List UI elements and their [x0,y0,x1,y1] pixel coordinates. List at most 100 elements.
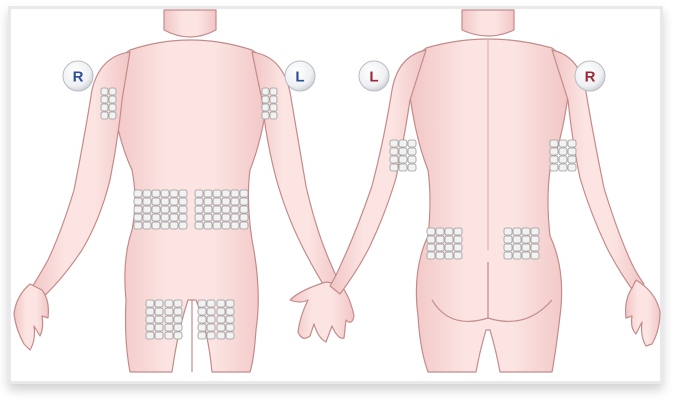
injection-site-cell [213,222,221,229]
injection-site-cell [170,206,178,213]
injection-site-cell [204,222,212,229]
injection-site-cell [504,244,512,251]
injection-site-cell [207,300,215,307]
front-hand-right [14,284,48,350]
injection-site-cell [170,190,178,197]
injection-site-cell [152,222,160,229]
injection-site-cell [550,156,558,163]
injection-site-cell [155,308,163,315]
injection-site-cell [427,252,435,259]
injection-site-cell [226,308,234,315]
injection-site-cell [270,96,277,103]
injection-site-cell [427,236,435,243]
injection-site-cell [165,308,173,315]
injection-site-cell [522,252,530,259]
injection-site-cell [226,324,234,331]
injection-site-cell [101,112,108,119]
injection-site-cell [161,206,169,213]
injection-site-cell [155,332,163,339]
injection-site-cell [195,190,203,197]
injection-site-cell [179,222,187,229]
injection-site-cell [222,198,230,205]
injection-site-cell [161,198,169,205]
injection-site-cell [207,316,215,323]
injection-site-cell [213,198,221,205]
injection-site-cell [213,206,221,213]
injection-site-cell [399,148,407,155]
injection-site-cell [165,300,173,307]
injection-site-cell [262,88,269,95]
injection-site-cell [445,236,453,243]
injection-site-cell [231,222,239,229]
injection-site-cell [109,88,116,95]
injection-site-cell [568,156,576,163]
injection-site-cell [152,190,160,197]
injection-site-cell [146,324,154,331]
injection-site-cell [161,190,169,197]
injection-site-cell [134,222,142,229]
injection-site-cell [109,96,116,103]
badge-back-right: R [575,61,605,91]
injection-site-cell [134,198,142,205]
injection-site-cell [408,148,416,155]
injection-site-cell [217,324,225,331]
injection-site-cell [146,316,154,323]
front-hand-left [290,282,354,342]
injection-site-cell [436,244,444,251]
injection-site-cell [531,236,539,243]
injection-site-cell [222,214,230,221]
injection-site-cell [155,324,163,331]
injection-site-cell [550,148,558,155]
injection-site-cell [152,198,160,205]
badge-back-right-label: R [585,69,596,86]
injection-site-cell [559,140,567,147]
injection-site-cell [226,300,234,307]
injection-site-cell [408,164,416,171]
injection-site-cell [198,324,206,331]
injection-site-cell [270,112,277,119]
injection-site-cell [179,206,187,213]
badge-back-left: L [359,61,389,91]
injection-site-cell [231,206,239,213]
injection-site-cell [445,252,453,259]
injection-site-cell [270,104,277,111]
injection-site-cell [390,140,398,147]
injection-site-cell [109,104,116,111]
injection-site-cell [226,332,234,339]
injection-site-cell [408,140,416,147]
injection-site-cell [231,190,239,197]
injection-site-cell [170,214,178,221]
injection-site-cell [204,214,212,221]
injection-site-cell [101,104,108,111]
injection-site-cell [454,228,462,235]
injection-site-cell [217,332,225,339]
injection-site-cell [226,316,234,323]
injection-site-cell [146,300,154,307]
injection-site-cell [101,88,108,95]
back-hand-right [626,280,660,346]
injection-site-cell [399,164,407,171]
injection-site-cell [436,236,444,243]
injection-site-cell [222,206,230,213]
injection-site-cell [109,112,116,119]
injection-site-cell [217,300,225,307]
injection-site-cell [504,252,512,259]
injection-site-cell [240,190,248,197]
injection-site-cell [262,96,269,103]
injection-site-cell [195,198,203,205]
injection-site-cell [174,332,182,339]
badge-front-left: L [285,61,315,91]
injection-site-cell [559,164,567,171]
injection-site-cell [134,190,142,197]
injection-site-cell [240,198,248,205]
injection-site-cell [179,214,187,221]
injection-site-cell [101,96,108,103]
injection-site-cell [143,206,151,213]
injection-site-cell [240,222,248,229]
injection-site-cell [399,156,407,163]
injection-site-cell [559,156,567,163]
injection-site-cell [436,252,444,259]
injection-site-cell [262,104,269,111]
injection-site-cell [198,316,206,323]
